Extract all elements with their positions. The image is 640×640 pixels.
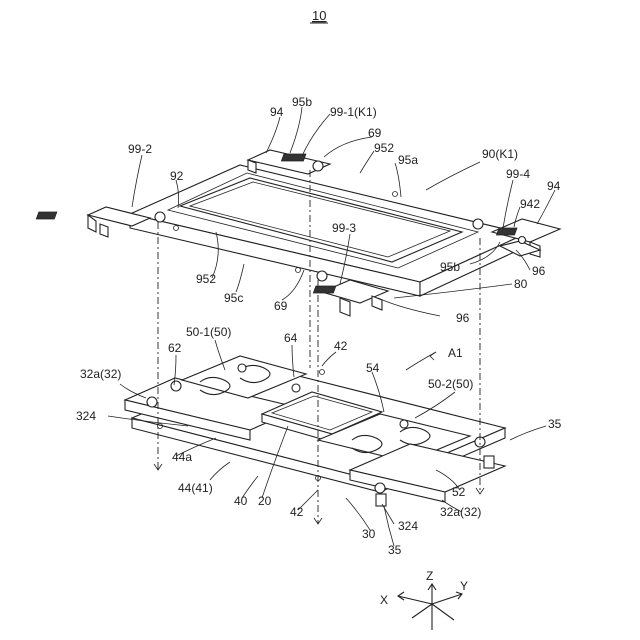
axis-x-label: X bbox=[380, 593, 388, 607]
axis-z-label: Z bbox=[426, 569, 433, 583]
label-A1: A1 bbox=[448, 346, 463, 360]
coordinate-axes: Z X Y bbox=[380, 569, 468, 630]
label-96-right: 96 bbox=[532, 264, 546, 278]
label-324-bottom: 324 bbox=[398, 519, 418, 533]
label-54: 54 bbox=[366, 361, 380, 375]
latch-99-2 bbox=[36, 212, 57, 219]
label-32a-right: 32a(32) bbox=[440, 505, 481, 519]
label-44-41: 44(41) bbox=[178, 481, 213, 495]
label-42-top: 42 bbox=[334, 339, 348, 353]
axis-y-label: Y bbox=[460, 579, 468, 593]
label-52: 52 bbox=[452, 485, 466, 499]
label-99-4: 99-4 bbox=[506, 167, 530, 181]
label-30: 30 bbox=[362, 527, 376, 541]
label-32a-left: 32a(32) bbox=[80, 367, 121, 381]
label-95c: 95c bbox=[224, 291, 243, 305]
label-80: 80 bbox=[514, 277, 528, 291]
label-20: 20 bbox=[258, 494, 272, 508]
label-324-left: 324 bbox=[76, 409, 96, 423]
label-50-2: 50-2(50) bbox=[428, 377, 473, 391]
latch-99-4 bbox=[496, 228, 517, 235]
label-95a: 95a bbox=[398, 153, 418, 167]
label-99-2: 99-2 bbox=[128, 142, 152, 156]
label-62: 62 bbox=[168, 341, 182, 355]
label-90: 90(K1) bbox=[482, 147, 518, 161]
label-69-bottom: 69 bbox=[274, 299, 288, 313]
label-50-1: 50-1(50) bbox=[186, 325, 231, 339]
figure-number: 10 bbox=[312, 8, 326, 23]
label-95b-top: 95b bbox=[292, 95, 312, 109]
label-94-top: 94 bbox=[270, 105, 284, 119]
label-942: 942 bbox=[520, 197, 540, 211]
label-952-left: 952 bbox=[196, 272, 216, 286]
label-96-bottom: 96 bbox=[456, 311, 470, 325]
label-35-bottom: 35 bbox=[388, 543, 402, 557]
label-44a: 44a bbox=[172, 450, 192, 464]
latch-99-3 bbox=[313, 286, 336, 293]
frame-assembly bbox=[36, 150, 560, 316]
support-post-right bbox=[484, 456, 494, 468]
label-69-top: 69 bbox=[368, 126, 382, 140]
label-99-1: 99-1(K1) bbox=[330, 105, 377, 119]
label-40: 40 bbox=[234, 494, 248, 508]
support-post-left bbox=[376, 494, 386, 506]
label-35-right: 35 bbox=[548, 417, 562, 431]
label-94-right: 94 bbox=[547, 179, 561, 193]
label-95b-right: 95b bbox=[440, 260, 460, 274]
label-64: 64 bbox=[284, 331, 298, 345]
label-99-3: 99-3 bbox=[332, 221, 356, 235]
label-92: 92 bbox=[170, 169, 184, 183]
label-952-top: 952 bbox=[374, 141, 394, 155]
label-42-bottom: 42 bbox=[290, 505, 304, 519]
